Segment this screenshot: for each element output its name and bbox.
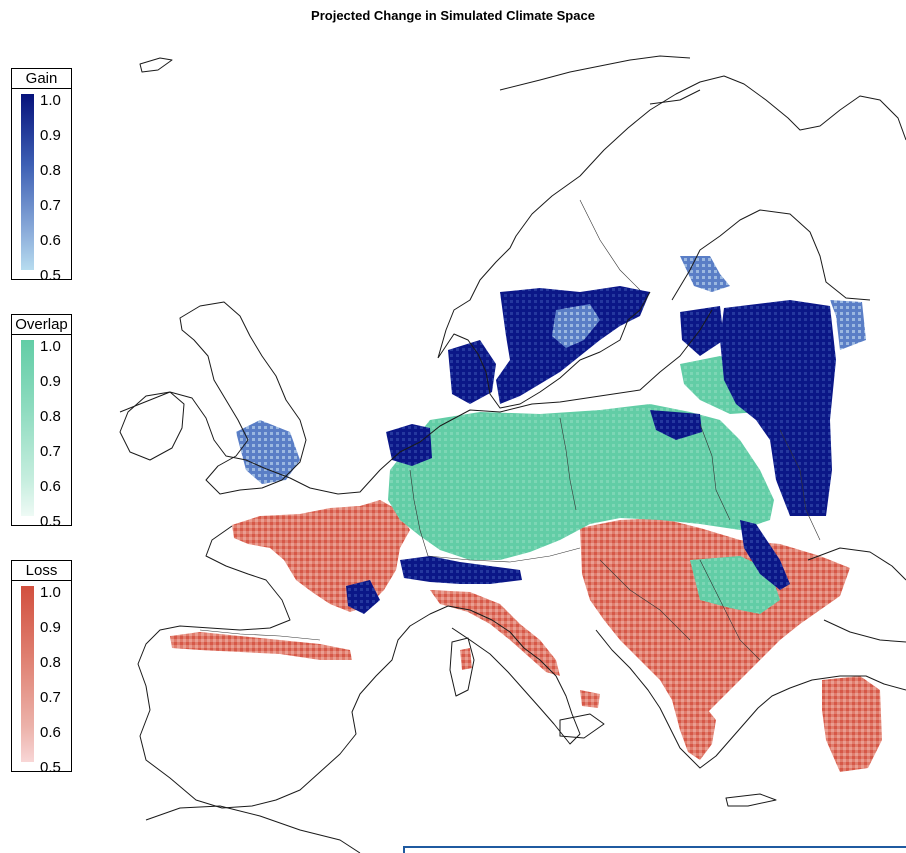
coastline-crete bbox=[725, 793, 777, 807]
gain-region-alps bbox=[400, 556, 522, 584]
overlap-region-balkans bbox=[690, 556, 780, 614]
coastline-arctic bbox=[499, 55, 701, 105]
legend-gain-title: Gain bbox=[12, 69, 71, 89]
coastline-ireland bbox=[119, 391, 185, 461]
legend-overlap-label: 0.7 bbox=[40, 443, 61, 460]
legend-loss-label: 0.9 bbox=[40, 619, 61, 636]
inset-frame bbox=[403, 846, 906, 853]
coastline-sicily bbox=[559, 713, 605, 739]
border-layer bbox=[199, 199, 821, 661]
gain-region-massif bbox=[346, 580, 380, 614]
loss-region-balkans bbox=[580, 518, 850, 730]
coastline-sardinia bbox=[449, 637, 475, 697]
legend-loss-title: Loss bbox=[12, 561, 71, 581]
legend-loss-label: 0.6 bbox=[40, 724, 61, 741]
map-title: Projected Change in Simulated Climate Sp… bbox=[311, 8, 595, 23]
gain-region-sweden bbox=[496, 286, 650, 404]
legend-loss-label: 0.8 bbox=[40, 654, 61, 671]
gain-region-denmark bbox=[448, 340, 496, 404]
border-balkans-1 bbox=[599, 559, 691, 641]
gain-region-carpathians bbox=[740, 520, 790, 590]
legend-gain-color-ramp bbox=[21, 94, 34, 270]
legend-loss-label: 0.5 bbox=[40, 759, 61, 776]
border-scandinavia bbox=[579, 199, 641, 291]
coastline-black-sea bbox=[807, 547, 906, 643]
coastline-north-africa bbox=[145, 805, 361, 853]
loss-region-sardinia bbox=[460, 648, 472, 670]
legend-gain: Gain 1.0 0.9 0.8 0.7 0.6 0.5 bbox=[11, 68, 72, 284]
legend-gain-label: 0.8 bbox=[40, 162, 61, 179]
loss-region-france bbox=[232, 500, 410, 612]
legend-gain-label: 0.5 bbox=[40, 267, 61, 284]
gain-region-sweden-light bbox=[552, 304, 600, 348]
legend-gain-label: 0.6 bbox=[40, 232, 61, 249]
border-east bbox=[779, 429, 821, 541]
legend-gain-label: 1.0 bbox=[40, 92, 61, 109]
coastline-layer bbox=[119, 55, 906, 853]
legend-gain-label: 0.9 bbox=[40, 127, 61, 144]
border-spain-france bbox=[199, 629, 321, 641]
legend-overlap: Overlap 1.0 0.9 0.8 0.7 0.6 0.5 bbox=[11, 314, 72, 530]
coastline-scandinavia bbox=[437, 75, 906, 409]
legend-loss-label: 1.0 bbox=[40, 584, 61, 601]
coastline-iceland bbox=[139, 57, 173, 73]
gain-region-britain bbox=[236, 420, 300, 484]
border-alps bbox=[427, 547, 581, 563]
overlap-layer bbox=[388, 356, 780, 614]
border-germany-poland bbox=[559, 417, 577, 511]
gain-region-poland-spots bbox=[650, 410, 702, 440]
gain-region-baltic-states bbox=[680, 306, 724, 356]
legend-overlap-label: 0.9 bbox=[40, 373, 61, 390]
legend-loss-color-ramp bbox=[21, 586, 34, 762]
loss-region-anatolia bbox=[822, 676, 882, 772]
loss-region-italy bbox=[430, 590, 560, 676]
gain-layer bbox=[236, 256, 866, 614]
loss-region-sicily bbox=[580, 690, 600, 708]
legend-overlap-label: 0.5 bbox=[40, 513, 61, 530]
border-balkans-2 bbox=[699, 559, 761, 661]
loss-region-greece bbox=[676, 700, 716, 760]
legend-overlap-title: Overlap bbox=[12, 315, 71, 335]
gain-region-netherlands bbox=[386, 424, 432, 466]
legend-loss-label: 0.7 bbox=[40, 689, 61, 706]
legend-gain-label: 0.7 bbox=[40, 197, 61, 214]
legend-overlap-label: 0.6 bbox=[40, 478, 61, 495]
loss-region-pyrenees bbox=[170, 632, 352, 660]
overlap-region-central bbox=[388, 404, 774, 560]
gain-region-east-edge bbox=[830, 300, 866, 350]
legend-overlap-label: 0.8 bbox=[40, 408, 61, 425]
gain-region-east bbox=[720, 300, 836, 516]
legend-overlap-label: 1.0 bbox=[40, 338, 61, 355]
legend-loss: Loss 1.0 0.9 0.8 0.7 0.6 0.5 bbox=[11, 560, 72, 776]
border-france-germany bbox=[409, 469, 429, 557]
legend-overlap-color-ramp bbox=[21, 340, 34, 516]
coastline-britain bbox=[179, 301, 307, 495]
coastline-mainland bbox=[119, 309, 906, 809]
border-poland-east bbox=[699, 423, 731, 521]
